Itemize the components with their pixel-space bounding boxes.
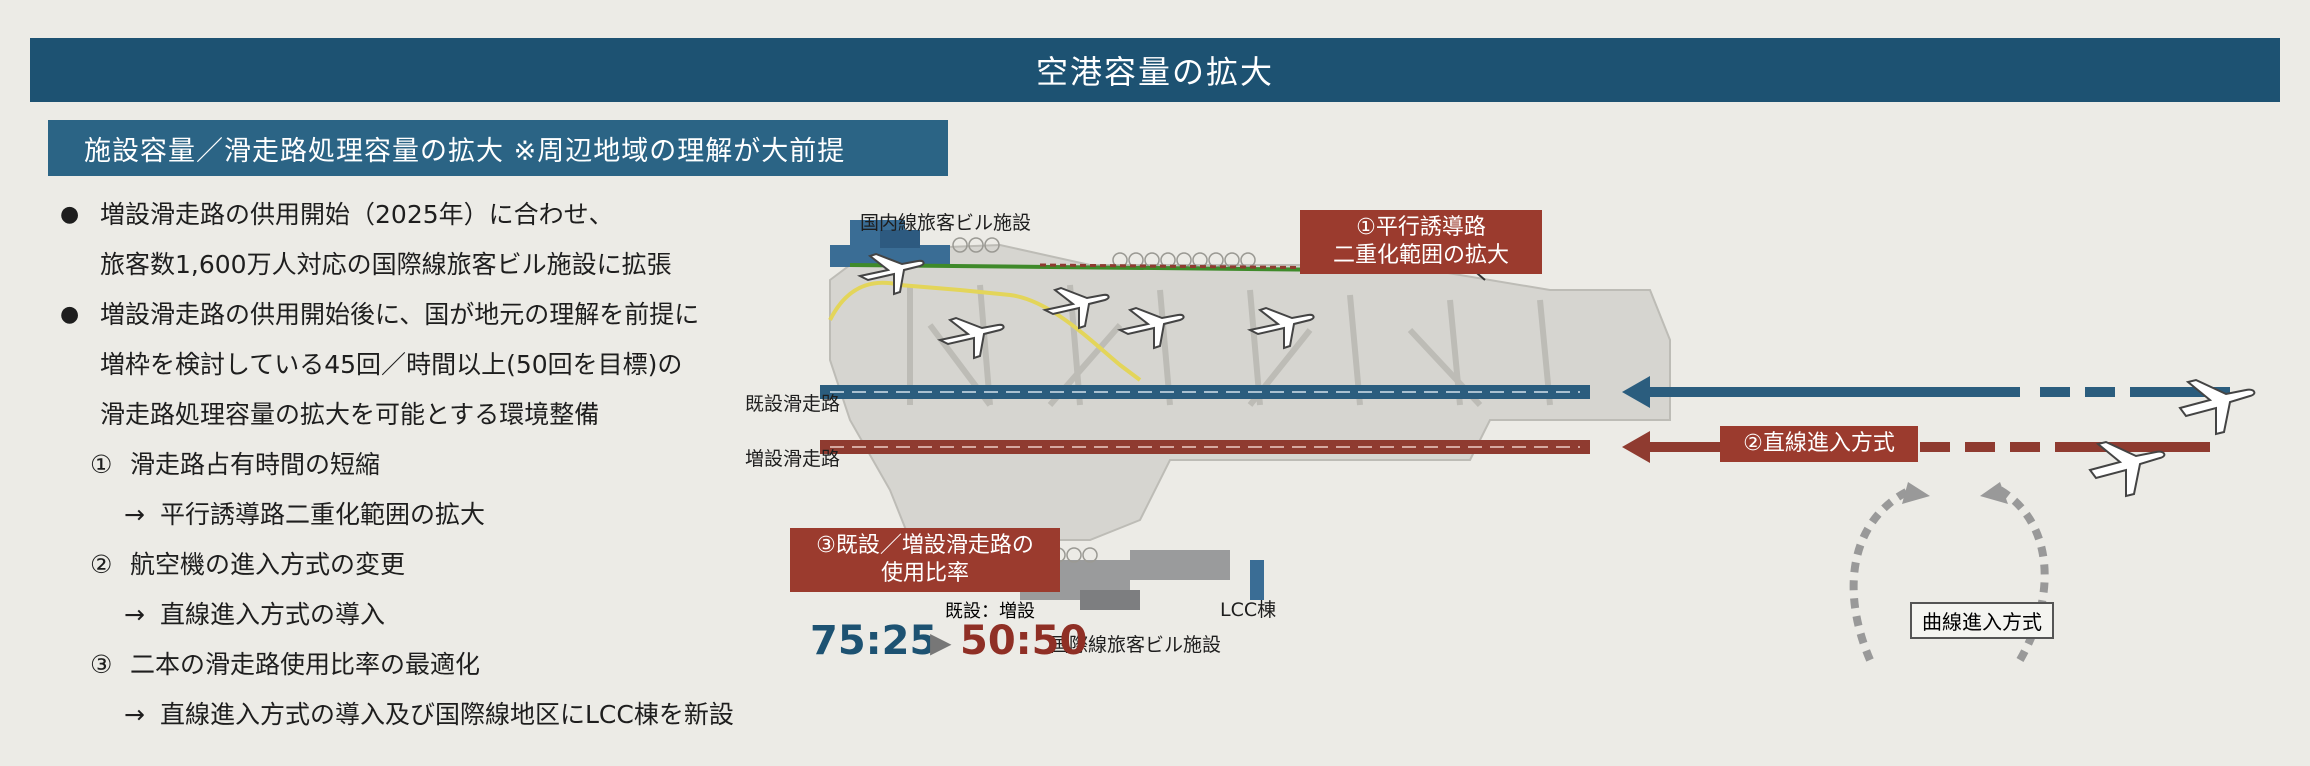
new-runway-label: 増設滑走路 xyxy=(745,448,841,470)
item-1-detail: → 平行誘導路二重化範囲の拡大 xyxy=(124,500,486,529)
yellow-taxiway xyxy=(828,280,1142,382)
lcc-building-label: LCC棟 xyxy=(1220,599,1277,621)
doubled-taxiway-section xyxy=(1039,263,1351,270)
airplane-icon xyxy=(2088,440,2166,498)
item-1: ① 滑走路占有時間の短縮 xyxy=(90,450,381,479)
curved-approach-path-right xyxy=(1997,486,2049,662)
ratio-after: 50:50 xyxy=(960,618,1088,664)
bullet-dot: ● xyxy=(60,202,80,227)
item-2: ② 航空機の進入方式の変更 xyxy=(90,550,406,579)
lcc-building xyxy=(1250,560,1264,600)
item-2-detail: → 直線進入方式の導入 xyxy=(124,600,386,629)
curved-approach-label: 曲線進入方式 xyxy=(1910,602,2054,639)
ratio-before: 75:25 xyxy=(810,618,938,664)
item-3: ③ 二本の滑走路使用比率の最適化 xyxy=(90,650,481,679)
curved-approach-arrowhead-right xyxy=(1980,482,2008,504)
page-banner: 空港容量の拡大 xyxy=(30,38,2280,102)
page-title: 空港容量の拡大 xyxy=(1035,53,1274,91)
bullet-1-line-1: ● 増設滑走路の供用開始（2025年）に合わせ、 xyxy=(60,190,820,240)
airport-map xyxy=(820,220,2256,662)
bullet-dot: ● xyxy=(60,302,80,327)
bullet-2-line-1: ● 増設滑走路の供用開始後に、国が地元の理解を前提に xyxy=(60,290,820,340)
section-header-text: 施設容量／滑走路処理容量の拡大 ※周辺地域の理解が大前提 xyxy=(84,135,846,167)
airplane-icon xyxy=(2178,378,2256,436)
tree-rows xyxy=(952,237,1256,268)
bullet-2-line-3: 滑走路処理容量の拡大を可能とする環境整備 xyxy=(100,400,600,429)
description-list: ● 増設滑走路の供用開始（2025年）に合わせ、 旅客数1,600万人対応の国際… xyxy=(60,190,820,740)
airplane-icon xyxy=(857,252,1315,350)
section-header: 施設容量／滑走路処理容量の拡大 ※周辺地域の理解が大前提 xyxy=(48,120,948,176)
bullet-1-line-2: 旅客数1,600万人対応の国際線旅客ビル施設に拡張 xyxy=(100,250,672,279)
airplane-icon xyxy=(937,286,1185,360)
ratio-legend: 既設：増設 xyxy=(945,601,1035,622)
ratio-change-arrow: ▶ xyxy=(930,626,952,659)
curved-approach-arrowhead-left xyxy=(1902,482,1930,504)
bullet-2-line-2: 増枠を検討している45回／時間以上(50回を目標)の xyxy=(100,350,683,379)
new-approach-arrowhead xyxy=(1622,431,1650,463)
item-3-detail: → 直線進入方式の導入及び国際線地区にLCC棟を新設 xyxy=(124,700,734,729)
existing-approach-arrowhead xyxy=(1622,376,1650,408)
parallel-taxiway-green xyxy=(849,263,1351,272)
existing-runway-label: 既設滑走路 xyxy=(745,393,841,415)
straight-approach-callout: ②直線進入方式 xyxy=(1720,426,1918,462)
curved-approach-path-left xyxy=(1849,486,1912,662)
domestic-terminal-label: 国内線旅客ビル施設 xyxy=(860,212,1032,234)
taxiway-callout: ①平行誘導路 二重化範囲の拡大 xyxy=(1300,210,1542,274)
intl-terminal-label: 国際線旅客ビル施設 xyxy=(1050,634,1222,656)
runway-ratio-callout: ③既設／増設滑走路の 使用比率 xyxy=(790,528,1060,592)
airport-diagram: 国内線旅客ビル施設 既設滑走路 増設滑走路 LCC棟 国際線旅客ビル施設 ①平行… xyxy=(745,190,2290,750)
